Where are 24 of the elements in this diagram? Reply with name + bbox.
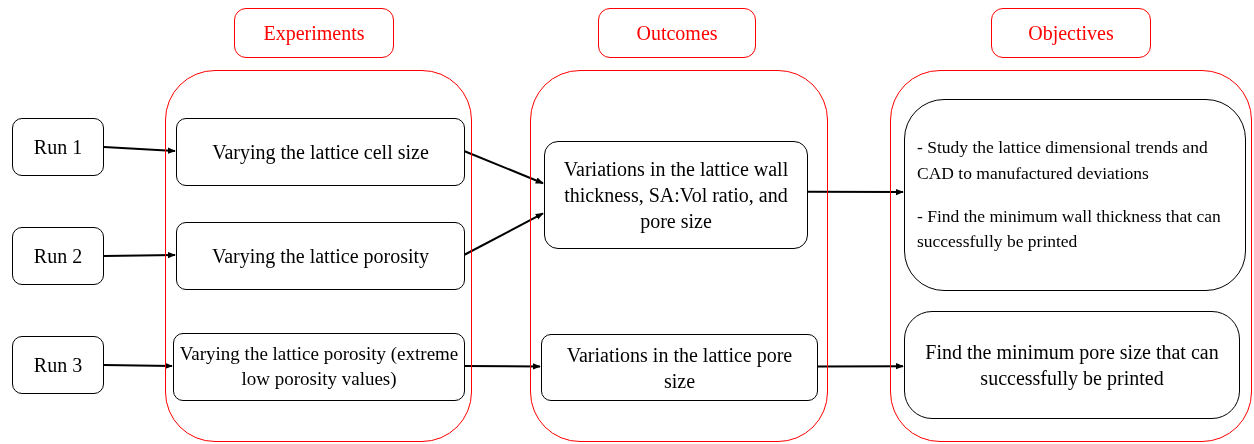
arrow: [463, 150, 544, 185]
column-panel: [890, 70, 1252, 442]
column-panel: [530, 70, 828, 442]
column-header: Outcomes: [598, 8, 756, 58]
process-box: Varying the lattice porosity (extreme low porosity values): [173, 333, 465, 401]
arrow: [816, 363, 904, 370]
process-box: Varying the lattice porosity: [176, 222, 465, 290]
arrow: [463, 363, 541, 370]
outcome-box: Variations in the lattice pore size: [541, 334, 818, 401]
arrow: [806, 188, 904, 196]
arrow: [103, 362, 173, 370]
run-box: Run 3: [12, 336, 104, 394]
arrow: [103, 251, 176, 259]
run-box: Run 1: [12, 118, 104, 176]
run-box: Run 2: [12, 227, 104, 285]
process-box: Varying the lattice cell size: [176, 118, 465, 186]
column-panel: [165, 70, 472, 442]
arrow: [103, 146, 176, 154]
arrow: [463, 212, 544, 256]
column-header: Experiments: [234, 8, 394, 58]
objective-box: Find the minimum pore size that can successfully be printed: [904, 311, 1240, 419]
outcome-box: Variations in the lattice wall thickness, SA:Vol ratio, and pore size: [544, 141, 808, 249]
column-header: Objectives: [991, 8, 1151, 58]
objective-box: - Study the lattice dimensional trends and CAD to manufactured deviations - Find the minimum wall thickness that can successfully be printed: [904, 99, 1246, 291]
